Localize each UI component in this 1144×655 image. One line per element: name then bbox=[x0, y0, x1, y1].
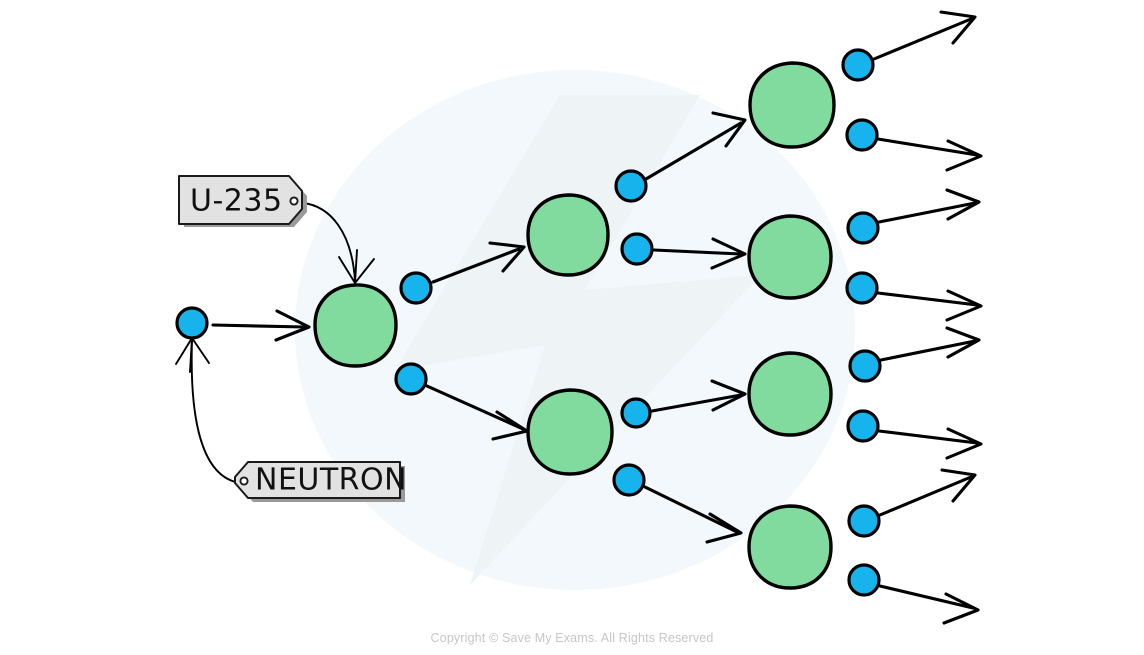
gen2-neutron-c-group bbox=[620, 379, 747, 429]
gen1-neutron-upper-group bbox=[399, 241, 526, 305]
gen1-lower-path bbox=[425, 384, 525, 431]
gen3-b-path bbox=[876, 137, 979, 157]
nucleus-gen3-1-body bbox=[748, 61, 836, 149]
gen2-neutron-d-group bbox=[612, 463, 743, 544]
gen1-neutron-upper bbox=[399, 271, 433, 305]
gen2-d-path bbox=[643, 485, 739, 534]
gen3-e-path bbox=[879, 339, 977, 362]
gen1-upper-path bbox=[431, 247, 521, 284]
gen2-d-arrowhead bbox=[705, 512, 743, 544]
gen3-neutron-g bbox=[847, 504, 881, 538]
uranium-tag-body bbox=[178, 175, 303, 225]
gen3-c-path bbox=[877, 201, 977, 224]
lightning-bolt-watermark bbox=[395, 95, 760, 585]
nucleus-gen3-2-body bbox=[747, 214, 833, 300]
gen3-d-arrowhead bbox=[945, 289, 983, 322]
incident-neutron-group bbox=[175, 306, 311, 342]
gen3-neutron-d bbox=[845, 271, 879, 305]
neutron-leader-line bbox=[190, 339, 241, 484]
neutron-tag-eyelet bbox=[239, 476, 249, 486]
nucleus-gen2-lower-body bbox=[526, 388, 614, 476]
nucleus-gen3-1 bbox=[748, 61, 836, 149]
incident-neutron-arrowhead bbox=[274, 309, 311, 342]
uranium-tag-label: U-235 bbox=[190, 184, 283, 219]
gen2-c-arrowhead bbox=[710, 379, 747, 412]
gen3-neutron-f bbox=[846, 409, 880, 443]
nucleus-gen1-body bbox=[313, 283, 398, 368]
gen3-neutron-e-group bbox=[848, 326, 981, 383]
nucleus-gen2-lower bbox=[526, 388, 614, 476]
gen3-g-arrowhead bbox=[940, 468, 977, 503]
incident-neutron-path bbox=[211, 323, 307, 329]
gen3-b-arrowhead bbox=[945, 139, 983, 172]
gen2-b-arrowhead bbox=[710, 237, 747, 270]
gen3-d-path bbox=[876, 291, 979, 307]
uranium-leader-line bbox=[302, 202, 356, 282]
gen2-neutron-b-group bbox=[620, 232, 747, 270]
neutron-callout-leader bbox=[175, 337, 241, 484]
gen3-neutron-f-group bbox=[846, 409, 983, 460]
gen3-h-arrowhead bbox=[942, 592, 980, 625]
gen3-e-arrowhead bbox=[945, 326, 981, 359]
gen2-neutron-d bbox=[612, 463, 646, 497]
neutron-leader-fan bbox=[175, 337, 210, 373]
uranium-235-tag[interactable]: U-235 bbox=[178, 175, 307, 227]
neutron-tag-label: NEUTRON bbox=[255, 463, 407, 498]
incident-neutron bbox=[175, 306, 209, 340]
gen2-b-path bbox=[652, 248, 743, 256]
gen3-a-path bbox=[872, 17, 973, 61]
gen2-neutron-b bbox=[620, 232, 654, 266]
copyright-notice: Copyright © Save My Exams. All Rights Re… bbox=[430, 631, 714, 645]
gen3-neutron-h-group bbox=[847, 563, 980, 625]
gen2-c-path bbox=[650, 393, 743, 413]
uranium-tag-eyelet bbox=[289, 196, 299, 206]
nucleus-gen3-2 bbox=[747, 214, 833, 300]
gen3-neutron-d-group bbox=[845, 271, 983, 322]
gen3-g-path bbox=[878, 475, 973, 517]
gen2-neutron-a bbox=[614, 169, 648, 203]
gen3-a-arrowhead bbox=[939, 10, 977, 45]
gen1-neutron-lower bbox=[394, 362, 428, 396]
gen3-neutron-b bbox=[845, 118, 879, 152]
gen3-neutron-c bbox=[846, 211, 880, 245]
gen2-neutron-a-group bbox=[614, 111, 747, 203]
nucleus-gen3-4 bbox=[747, 504, 833, 590]
nucleus-gen3-4-body bbox=[747, 504, 833, 590]
uranium-leader-fan bbox=[338, 249, 375, 284]
gen3-c-arrowhead bbox=[945, 188, 981, 221]
gen3-neutron-a bbox=[841, 48, 875, 82]
gen3-h-path bbox=[878, 584, 975, 610]
nucleus-gen1 bbox=[313, 283, 398, 368]
nucleus-gen3-3-body bbox=[747, 351, 833, 437]
gen2-a-arrowhead bbox=[711, 111, 747, 148]
neutron-tag[interactable]: NEUTRON bbox=[234, 461, 407, 502]
nucleus-gen3-3 bbox=[747, 351, 833, 437]
watermark-group bbox=[295, 70, 855, 590]
gen1-upper-arrowhead bbox=[488, 241, 526, 273]
uranium-callout-leader bbox=[302, 202, 375, 284]
gen3-neutron-b-group bbox=[845, 118, 983, 172]
gen3-f-arrowhead bbox=[945, 427, 983, 460]
gen3-neutron-a-group bbox=[841, 10, 977, 82]
gen3-neutron-c-group bbox=[846, 188, 981, 245]
neutron-tag-body bbox=[234, 461, 401, 499]
gen2-neutron-c bbox=[620, 397, 652, 429]
gen3-neutron-e bbox=[848, 349, 882, 383]
nucleus-gen2-upper bbox=[526, 193, 610, 277]
gen2-a-path bbox=[644, 121, 743, 181]
gen3-neutron-h bbox=[847, 563, 881, 597]
nucleus-gen2-upper-body bbox=[526, 193, 610, 277]
gen3-neutron-g-group bbox=[847, 468, 977, 538]
gen3-f-path bbox=[877, 429, 979, 445]
